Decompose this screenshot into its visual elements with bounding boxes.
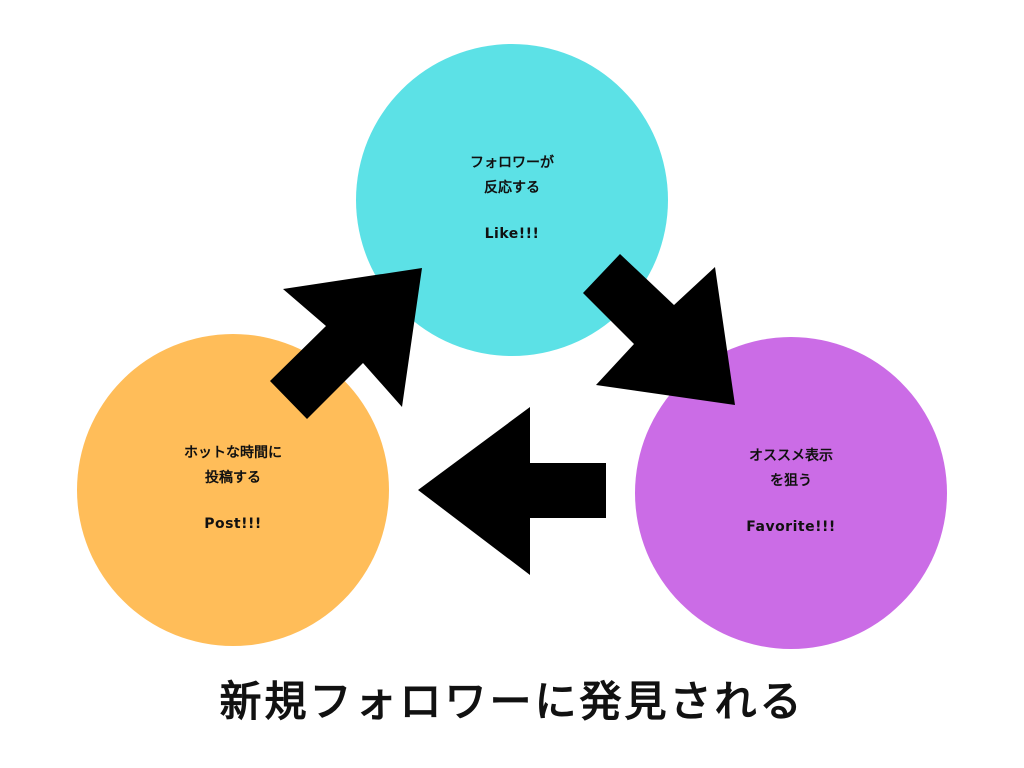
like-node-label: Like!!!	[484, 225, 540, 242]
favorite-node-line-2: を狙う	[770, 472, 812, 489]
arrow-left-icon	[418, 407, 606, 575]
arrow-up-right-icon	[270, 268, 422, 419]
like-node-text: フォロワーが 反応する	[470, 151, 554, 201]
post-node-line-2: 投稿する	[205, 469, 261, 486]
arrow-down-right-icon	[583, 254, 735, 405]
post-node-line-1: ホットな時間に	[184, 444, 282, 461]
post-node-text: ホットな時間に 投稿する	[184, 441, 282, 491]
favorite-node-label: Favorite!!!	[746, 518, 836, 535]
favorite-node-line-1: オススメ表示	[749, 447, 833, 464]
diagram-caption: 新規フォロワーに発見される	[219, 677, 805, 726]
post-node-label: Post!!!	[204, 515, 262, 532]
favorite-node-text: オススメ表示 を狙う	[749, 444, 833, 494]
like-node-line-2: 反応する	[484, 179, 540, 196]
like-node-line-1: フォロワーが	[470, 154, 554, 171]
